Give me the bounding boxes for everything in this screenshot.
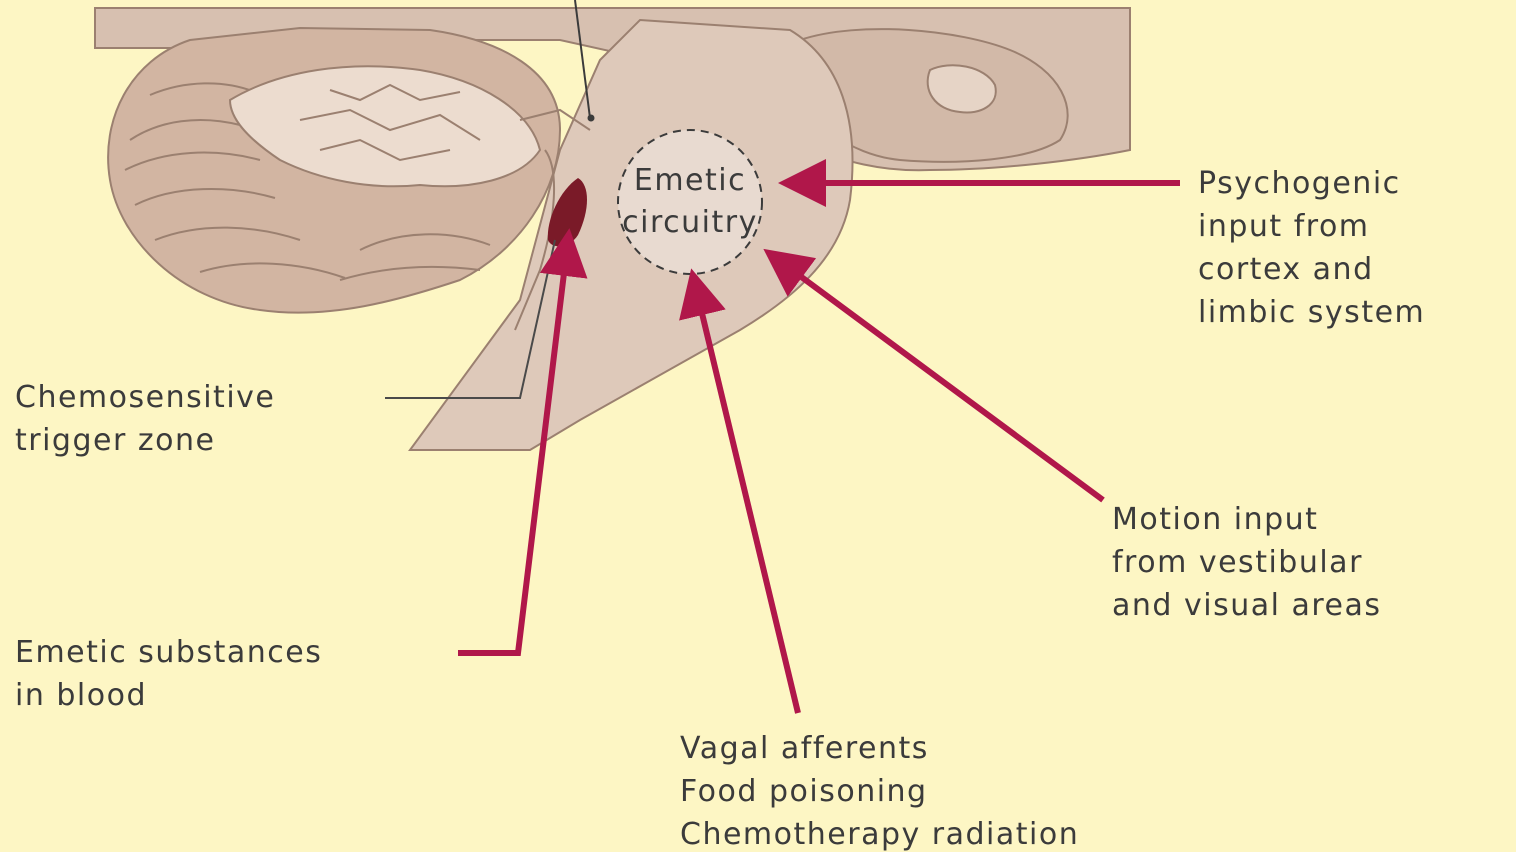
chemosensitive-line-1: Chemosensitive bbox=[15, 376, 275, 419]
emetic-substances-line-1: Emetic substances bbox=[15, 631, 322, 674]
top-pointer-dot bbox=[588, 115, 595, 122]
center-line-2: circuitry bbox=[590, 202, 790, 244]
psychogenic-label: Psychogenic input from cortex and limbic… bbox=[1198, 162, 1425, 334]
emetic-circuitry-label: Emetic circuitry bbox=[590, 160, 790, 244]
motion-line-2: from vestibular bbox=[1112, 541, 1382, 584]
vagal-line-3: Chemotherapy radiation bbox=[680, 813, 1079, 852]
emetic-substances-line-2: in blood bbox=[15, 674, 322, 717]
vagal-label: Vagal afferents Food poisoning Chemother… bbox=[680, 727, 1079, 852]
psychogenic-line-1: Psychogenic bbox=[1198, 162, 1425, 205]
emetic-substances-label: Emetic substances in blood bbox=[15, 631, 322, 717]
cerebellum-shape bbox=[108, 28, 590, 313]
chemosensitive-label: Chemosensitive trigger zone bbox=[15, 376, 275, 462]
psychogenic-line-2: input from bbox=[1198, 205, 1425, 248]
chemosensitive-line-2: trigger zone bbox=[15, 419, 275, 462]
arrow-vagal bbox=[694, 280, 798, 713]
motion-line-3: and visual areas bbox=[1112, 584, 1382, 627]
center-line-1: Emetic bbox=[590, 160, 790, 202]
psychogenic-line-3: cortex and bbox=[1198, 248, 1425, 291]
vagal-line-1: Vagal afferents bbox=[680, 727, 1079, 770]
vagal-line-2: Food poisoning bbox=[680, 770, 1079, 813]
motion-label: Motion input from vestibular and visual … bbox=[1112, 498, 1382, 627]
arrow-motion bbox=[773, 256, 1103, 500]
psychogenic-line-4: limbic system bbox=[1198, 291, 1425, 334]
motion-line-1: Motion input bbox=[1112, 498, 1382, 541]
